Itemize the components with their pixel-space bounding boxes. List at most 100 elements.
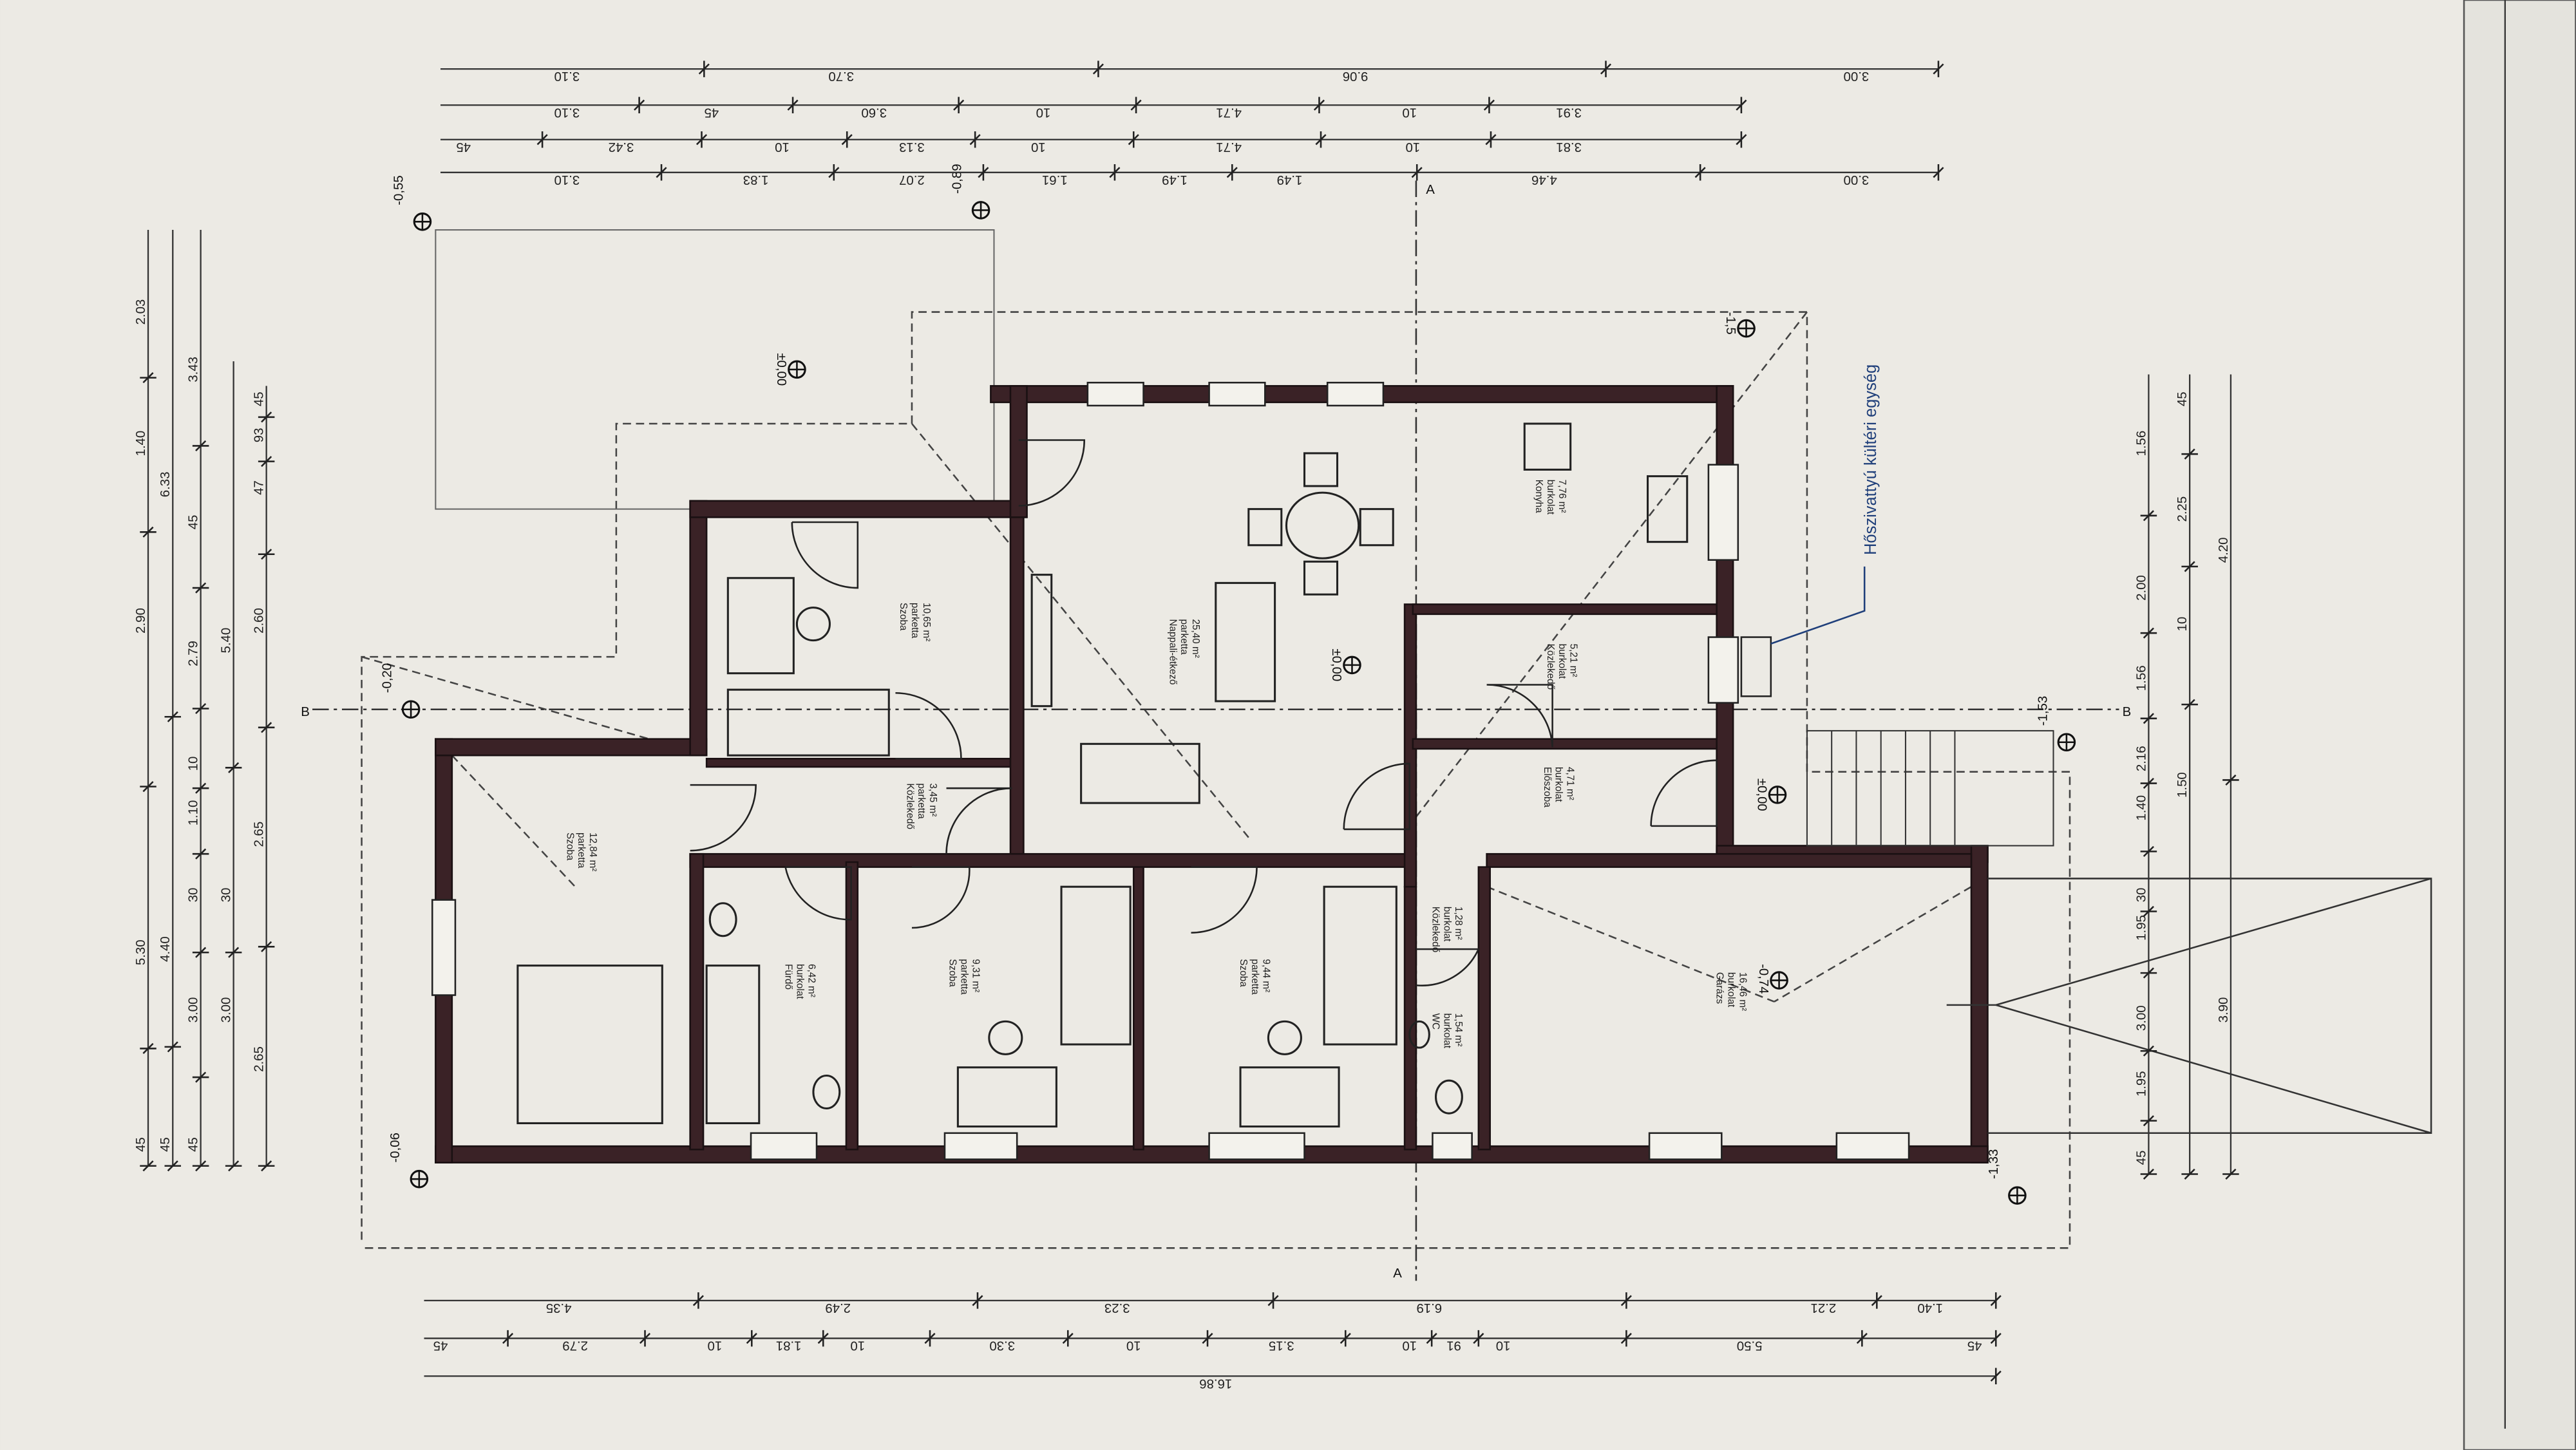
- dimension-tick: [1062, 1330, 1074, 1347]
- dimension-value: 10: [1402, 1339, 1417, 1353]
- dimension-value: 30: [2134, 888, 2148, 903]
- dimension-tick: [924, 1330, 936, 1347]
- driveway: [1946, 878, 2432, 1135]
- room-floor: burkolat: [1545, 480, 1556, 515]
- level-marker: ±0,00: [1329, 648, 1361, 681]
- dimension-tick: [258, 722, 275, 733]
- dimension-value: 3.00: [1844, 173, 1870, 187]
- dimension-tick: [1620, 1292, 1632, 1309]
- dimension-value: 2.16: [2134, 746, 2148, 771]
- room-floor: burkolat: [1441, 907, 1452, 942]
- leader-line: [1770, 566, 1866, 645]
- dimension-value: 1.49: [1162, 173, 1188, 187]
- dimension-tick: [656, 164, 667, 181]
- dimension-value: 3.00: [220, 997, 234, 1023]
- bathtub: [705, 965, 761, 1125]
- dimension-tick: [140, 781, 156, 793]
- section-label-top: A: [1426, 183, 1435, 197]
- room-name: WC: [1430, 1013, 1441, 1030]
- room-name: Szoba: [898, 603, 909, 631]
- dimension-tick: [258, 411, 275, 423]
- dimension-tick: [225, 1160, 242, 1172]
- dimension-value: 4.71: [1216, 105, 1242, 119]
- dimension-tick: [1990, 1292, 2002, 1309]
- dimension-tick: [1871, 1292, 1882, 1309]
- dimension-value: 10: [1036, 105, 1051, 119]
- dimension-tick: [258, 456, 275, 467]
- dimension-value: 3.30: [989, 1339, 1015, 1353]
- dimension-tick: [140, 1042, 156, 1054]
- level-value: -1,5: [1723, 312, 1738, 335]
- dimension-tick: [698, 61, 710, 77]
- level-value: -0,55: [392, 175, 406, 205]
- dimension-value: 1.83: [743, 173, 769, 187]
- doors: [690, 439, 1718, 986]
- dimension-tick: [536, 131, 548, 148]
- dimension-tick: [692, 1292, 704, 1309]
- room-floor: parketta: [1249, 959, 1260, 995]
- dimension-tick: [258, 1160, 275, 1172]
- dimension-tick: [1092, 61, 1104, 77]
- room-area: 6,42 m²: [806, 964, 817, 997]
- room-floor: burkolat: [1553, 767, 1564, 802]
- dimension-value: 10: [187, 757, 201, 771]
- dimension-value: 10: [1031, 140, 1046, 154]
- section-label-bottom: A: [1393, 1266, 1402, 1281]
- dimension-value: 2.65: [252, 1046, 267, 1072]
- dimension-value: 45: [456, 140, 471, 154]
- washbasin: [708, 902, 737, 937]
- dimension-value: 6.33: [158, 472, 173, 498]
- double-bed: [516, 965, 663, 1125]
- room-area: 5,21 m²: [1568, 644, 1579, 677]
- dimension-value: 1.49: [1277, 173, 1303, 187]
- dimension-tick: [164, 711, 182, 722]
- dimension-tick: [1128, 131, 1139, 148]
- dimension-tick: [1483, 97, 1495, 113]
- heat-pump-label: Hőszivattyú kültéri egység: [1862, 364, 1880, 555]
- dimension-tick: [1340, 1330, 1351, 1347]
- level-marker: -0,89: [950, 164, 990, 220]
- dimension-tick: [2140, 845, 2157, 857]
- dining-table: [1285, 491, 1360, 560]
- desk-2: [1239, 1066, 1340, 1128]
- level-marker: -1,5: [1723, 312, 1756, 338]
- dimension-value: 45: [187, 1137, 201, 1152]
- dimension-value: 45: [2175, 391, 2190, 406]
- dimension-value: 4.40: [158, 936, 173, 962]
- dimension-value: 10: [1405, 140, 1420, 154]
- dimension-value: 10: [1126, 1339, 1141, 1353]
- dimension-value: 10: [708, 1339, 723, 1353]
- dimension-value: 3.10: [554, 105, 580, 119]
- dimension-value: 30: [220, 888, 234, 903]
- room-name: Szoba: [1238, 959, 1249, 987]
- level-value: -0,06: [388, 1133, 402, 1162]
- dimension-tick: [192, 1160, 209, 1172]
- room-area: 3,45 m²: [927, 784, 938, 817]
- dimension-value: 10: [2175, 617, 2190, 632]
- dimension-tick: [192, 1071, 209, 1083]
- dimension-value: 3.90: [2217, 997, 2231, 1023]
- dimension-value: 1.61: [1042, 173, 1068, 187]
- dimension-row-bottom3: 16.86: [424, 1368, 2002, 1390]
- dimension-value: 3.00: [187, 997, 201, 1023]
- dimension-value: 3.60: [861, 105, 887, 119]
- dimension-value: 3.00: [2134, 1005, 2148, 1031]
- dimension-tick: [192, 440, 209, 451]
- dimension-tick: [969, 131, 981, 148]
- axis-label-left: B: [301, 705, 310, 719]
- dimension-value: 2.60: [252, 608, 267, 634]
- dimension-tick: [1130, 97, 1142, 113]
- dimension-tick: [639, 1330, 651, 1347]
- dimension-value: 1.40: [134, 431, 148, 457]
